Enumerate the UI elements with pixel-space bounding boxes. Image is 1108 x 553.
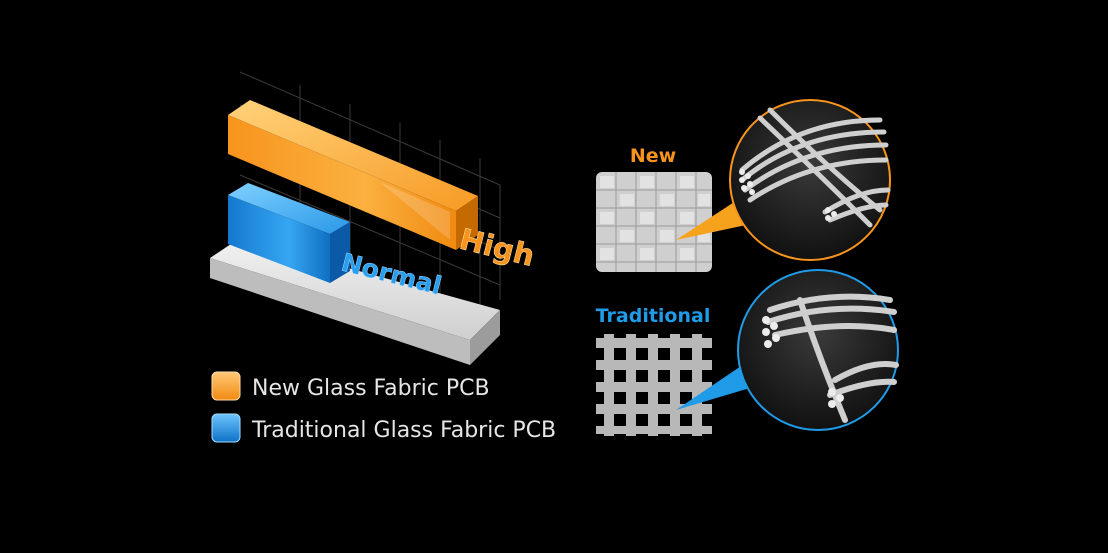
legend: New Glass Fabric PCB Traditional Glass F… <box>211 371 556 443</box>
weave-traditional-swatch <box>596 334 712 436</box>
legend-swatch-new <box>211 371 241 401</box>
callout-pointer-traditional <box>676 360 760 410</box>
weave-new-swatch <box>596 172 712 272</box>
weave-label-traditional: Traditional <box>596 305 711 327</box>
bar-chart: High Normal <box>210 71 538 365</box>
weave-label-new: New <box>630 145 676 167</box>
fiber-closeup-new <box>729 99 891 261</box>
weave-new: New <box>596 99 891 272</box>
legend-item-traditional: Traditional Glass Fabric PCB <box>211 413 556 443</box>
bar-normal <box>228 183 350 283</box>
weave-traditional: Traditional <box>596 269 899 436</box>
bar-high <box>228 100 478 250</box>
legend-label-traditional: Traditional Glass Fabric PCB <box>251 418 556 443</box>
legend-item-new: New Glass Fabric PCB <box>211 371 490 401</box>
legend-swatch-traditional <box>211 413 241 443</box>
bar-label-high: High <box>456 222 538 273</box>
fiber-closeup-traditional <box>737 269 899 431</box>
legend-label-new: New Glass Fabric PCB <box>252 376 490 401</box>
